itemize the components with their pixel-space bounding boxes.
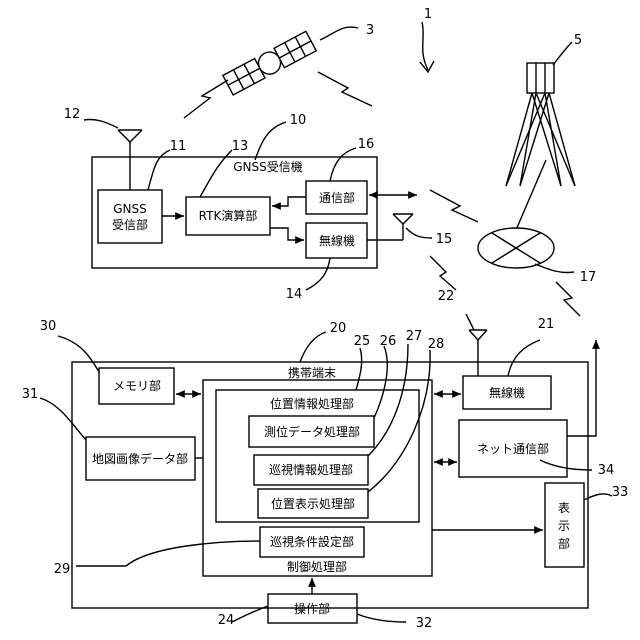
ref-28: 28	[428, 337, 445, 352]
wireless-link-comm-tower	[430, 190, 478, 222]
position-info-label: 位置情報処理部	[270, 396, 354, 411]
mobile-terminal-title: 携帯端末	[288, 365, 336, 380]
ref-27: 27	[406, 329, 423, 344]
operation-label: 操作部	[294, 601, 330, 616]
position-display-label: 位置表示処理部	[271, 496, 355, 511]
ref-17: 17	[580, 270, 597, 285]
ref-16: 16	[358, 137, 375, 152]
display-label-3: 部	[558, 536, 570, 551]
ref-21: 21	[538, 317, 555, 332]
memory-label: メモリ部	[113, 378, 161, 393]
terminal-antenna-icon	[469, 330, 487, 376]
radio-antenna-icon	[367, 214, 413, 240]
rtk-label: RTK演算部	[199, 208, 258, 223]
ref-32: 32	[416, 616, 433, 631]
gnss-unit-box	[98, 190, 162, 243]
ref-12: 12	[64, 107, 81, 122]
ref-3: 3	[366, 23, 374, 38]
wireless-link-sat-tower	[318, 72, 372, 106]
gnss-receiver-title: GNSS受信機	[233, 159, 303, 174]
wireless-link-node-net	[556, 282, 580, 316]
ref-26: 26	[380, 334, 397, 349]
ref-29: 29	[54, 562, 71, 577]
wireless-link-sat-gnss	[184, 80, 228, 118]
ref-13: 13	[232, 139, 249, 154]
gnss-unit-label-line2: 受信部	[112, 217, 148, 232]
map-data-label: 地図画像データ部	[92, 451, 188, 466]
satellite-icon	[223, 31, 316, 95]
patrol-condition-label: 巡視条件設定部	[270, 534, 354, 549]
terminal-radio-label: 無線機	[489, 385, 525, 400]
display-label-2: 示	[558, 519, 570, 533]
net-comm-label: ネット通信部	[477, 441, 549, 456]
gnss-radio-label: 無線機	[319, 233, 355, 248]
ref-15: 15	[436, 232, 453, 247]
base-station-tower-icon	[506, 63, 575, 186]
patrol-info-label: 巡視情報処理部	[269, 462, 353, 477]
ref-34: 34	[598, 463, 615, 478]
system-arrow	[422, 22, 428, 70]
ref-1: 1	[424, 7, 432, 22]
display-label-1: 表	[558, 501, 570, 515]
gnss-unit-label-line1: GNSS	[113, 202, 147, 216]
comm-unit-label: 通信部	[319, 190, 355, 205]
block-labels: GNSS受信機 GNSS 受信部 RTK演算部 通信部 無線機 携帯端末 メモリ…	[92, 159, 570, 616]
ref-33: 33	[612, 485, 629, 500]
ref-30: 30	[40, 319, 57, 334]
ref-11: 11	[170, 139, 187, 154]
ref-22: 22	[438, 289, 455, 304]
ref-31: 31	[22, 387, 39, 402]
control-unit-label: 制御処理部	[287, 559, 347, 574]
gnss-antenna-icon	[118, 130, 142, 190]
satellite-leader-line	[320, 27, 358, 40]
ref-14: 14	[286, 287, 303, 302]
ref-10: 10	[290, 113, 307, 128]
ref-5: 5	[574, 33, 582, 48]
ref-20: 20	[330, 321, 347, 336]
ref-25: 25	[354, 334, 371, 349]
wireless-link-radio-radio	[430, 256, 456, 290]
ref-24: 24	[218, 613, 235, 628]
positioning-label: 測位データ処理部	[264, 424, 360, 439]
